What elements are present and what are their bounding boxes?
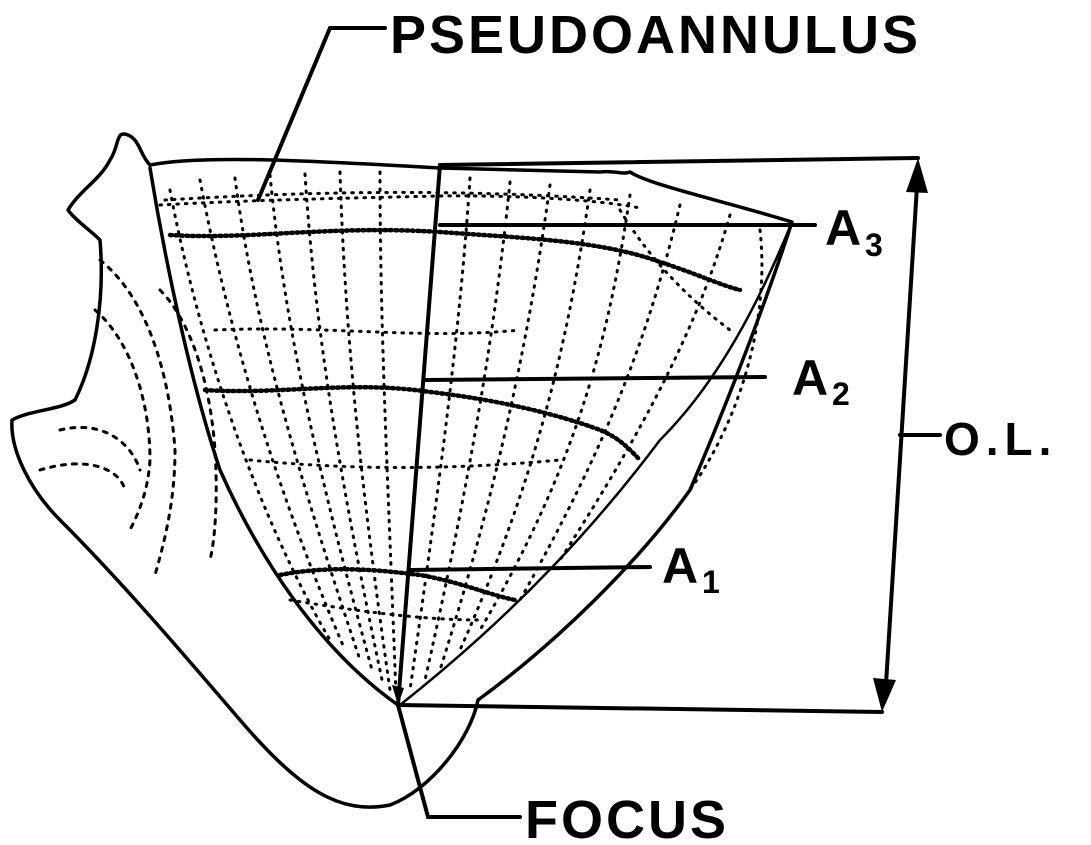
pseudoannulus-leader <box>258 28 385 200</box>
ol-top-line <box>440 158 918 165</box>
annulus-a3-band <box>170 230 740 290</box>
a1-subscript: 1 <box>702 564 720 600</box>
a2-subscript: 2 <box>832 376 850 412</box>
circuli-pattern <box>165 172 762 695</box>
ol-bottom-line <box>398 705 882 712</box>
pseudoannulus-label: PSEUDOANNULUS <box>390 5 921 65</box>
field-right-boundary <box>400 222 792 705</box>
focus-label: FOCUS <box>525 790 729 845</box>
a2-label: A <box>792 350 830 406</box>
ol-arrow-bottom <box>873 678 896 712</box>
a1-label: A <box>662 538 700 594</box>
focus-leader <box>398 705 520 817</box>
a1-leader-line <box>410 567 650 570</box>
a3-subscript: 3 <box>865 227 883 263</box>
ol-arrow-top <box>906 158 928 193</box>
annulus-a1-band <box>280 569 515 600</box>
a3-label: A <box>825 200 863 256</box>
ol-label: O.L. <box>944 413 1057 465</box>
a2-leader-line <box>425 377 765 380</box>
